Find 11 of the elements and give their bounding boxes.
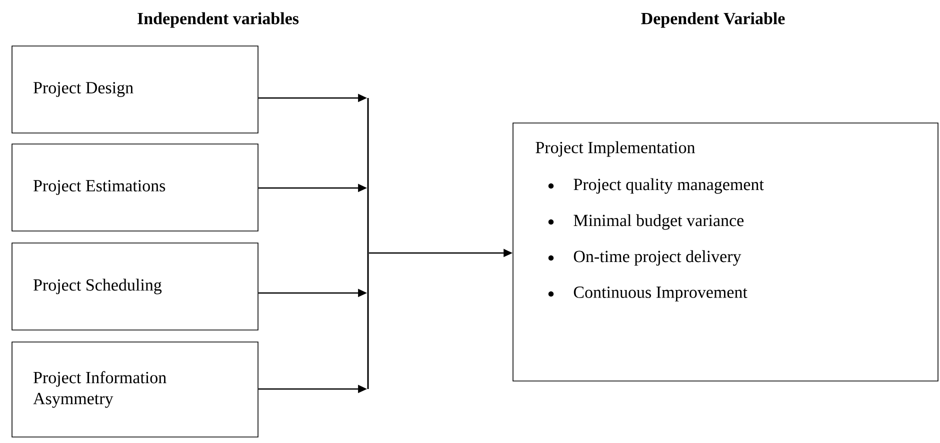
list-item: Project quality management xyxy=(574,178,764,194)
column-heading: Dependent Variable xyxy=(641,12,785,28)
variable-box: Project Estimations xyxy=(12,144,258,232)
list-item: Minimal budget variance xyxy=(574,214,744,230)
column-heading: Independent variables xyxy=(138,12,299,28)
list-item: Continuous Improvement xyxy=(574,286,748,302)
variable-box: Project Information Asymmetry xyxy=(12,342,258,438)
variable-box: Project Design xyxy=(12,46,258,134)
variable-box: Project Scheduling xyxy=(12,242,258,330)
box-heading: Project Implementation xyxy=(536,141,696,157)
list-item: On-time project delivery xyxy=(574,250,742,266)
